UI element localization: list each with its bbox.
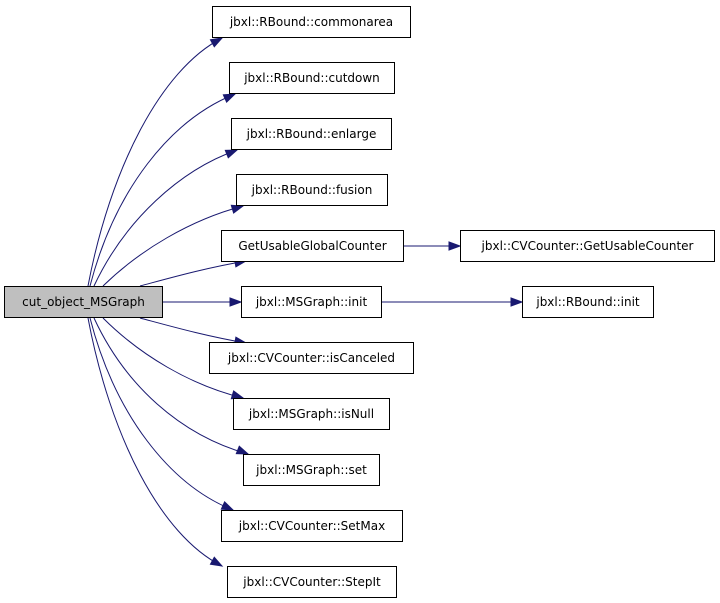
- arrowhead-icon: [235, 445, 250, 455]
- arrowhead-icon: [209, 556, 224, 567]
- arrowhead-icon: [224, 149, 239, 159]
- edge-to-commonarea: [87, 37, 223, 287]
- node-label: jbxl::RBound::commonarea: [229, 15, 394, 29]
- node-label: jbxl::RBound::enlarge: [246, 127, 377, 141]
- root-node: cut_object_MSGraph: [4, 286, 163, 318]
- arrowhead-icon: [448, 241, 462, 251]
- root-node-label: cut_object_MSGraph: [22, 295, 145, 309]
- node-is-canceled[interactable]: jbxl::CVCounter::isCanceled: [209, 342, 414, 374]
- edge-to-set-max: [89, 317, 234, 511]
- arrowhead-icon: [230, 204, 245, 214]
- node-msgraph-init[interactable]: jbxl::MSGraph::init: [241, 286, 382, 318]
- node-is-null[interactable]: jbxl::MSGraph::isNull: [233, 398, 390, 430]
- node-label: jbxl::RBound::init: [536, 295, 640, 309]
- node-msgraph-set[interactable]: jbxl::MSGraph::set: [243, 454, 380, 486]
- node-enlarge[interactable]: jbxl::RBound::enlarge: [231, 118, 392, 150]
- edge-to-is-null: [102, 317, 244, 399]
- edge-to-cutdown: [89, 93, 236, 287]
- node-label: GetUsableGlobalCounter: [238, 239, 387, 253]
- node-label: jbxl::CVCounter::SetMax: [238, 519, 386, 533]
- node-label: jbxl::MSGraph::init: [255, 295, 368, 309]
- node-fusion[interactable]: jbxl::RBound::fusion: [236, 174, 388, 206]
- node-step-it[interactable]: jbxl::CVCounter::StepIt: [227, 566, 397, 598]
- edge-to-get-usable-global-counter: [139, 260, 247, 287]
- arrowhead-icon: [229, 297, 243, 307]
- node-label: jbxl::CVCounter::StepIt: [243, 575, 381, 589]
- arrowhead-icon: [510, 297, 524, 307]
- node-label: jbxl::CVCounter::isCanceled: [227, 351, 396, 365]
- node-commonarea[interactable]: jbxl::RBound::commonarea: [212, 6, 411, 38]
- node-label: jbxl::RBound::fusion: [251, 183, 373, 197]
- arrowhead-icon: [220, 500, 235, 511]
- arrowhead-icon: [222, 93, 237, 104]
- edge-to-is-canceled: [139, 317, 247, 344]
- node-label: jbxl::MSGraph::set: [256, 463, 367, 477]
- node-rbound-init[interactable]: jbxl::RBound::init: [522, 286, 654, 318]
- node-cutdown[interactable]: jbxl::RBound::cutdown: [229, 62, 395, 94]
- node-get-usable-global-counter[interactable]: GetUsableGlobalCounter: [221, 230, 404, 262]
- node-get-usable-counter[interactable]: jbxl::CVCounter::GetUsableCounter: [460, 230, 715, 262]
- node-label: jbxl::CVCounter::GetUsableCounter: [481, 239, 694, 253]
- node-set-max[interactable]: jbxl::CVCounter::SetMax: [221, 510, 403, 542]
- node-label: jbxl::RBound::cutdown: [244, 71, 380, 85]
- edge-to-step-it: [87, 317, 223, 567]
- edge-to-enlarge: [93, 149, 238, 287]
- node-label: jbxl::MSGraph::isNull: [248, 407, 375, 421]
- edge-to-msgraph-set: [93, 317, 249, 455]
- arrowhead-icon: [209, 37, 224, 48]
- edge-to-fusion: [102, 205, 244, 287]
